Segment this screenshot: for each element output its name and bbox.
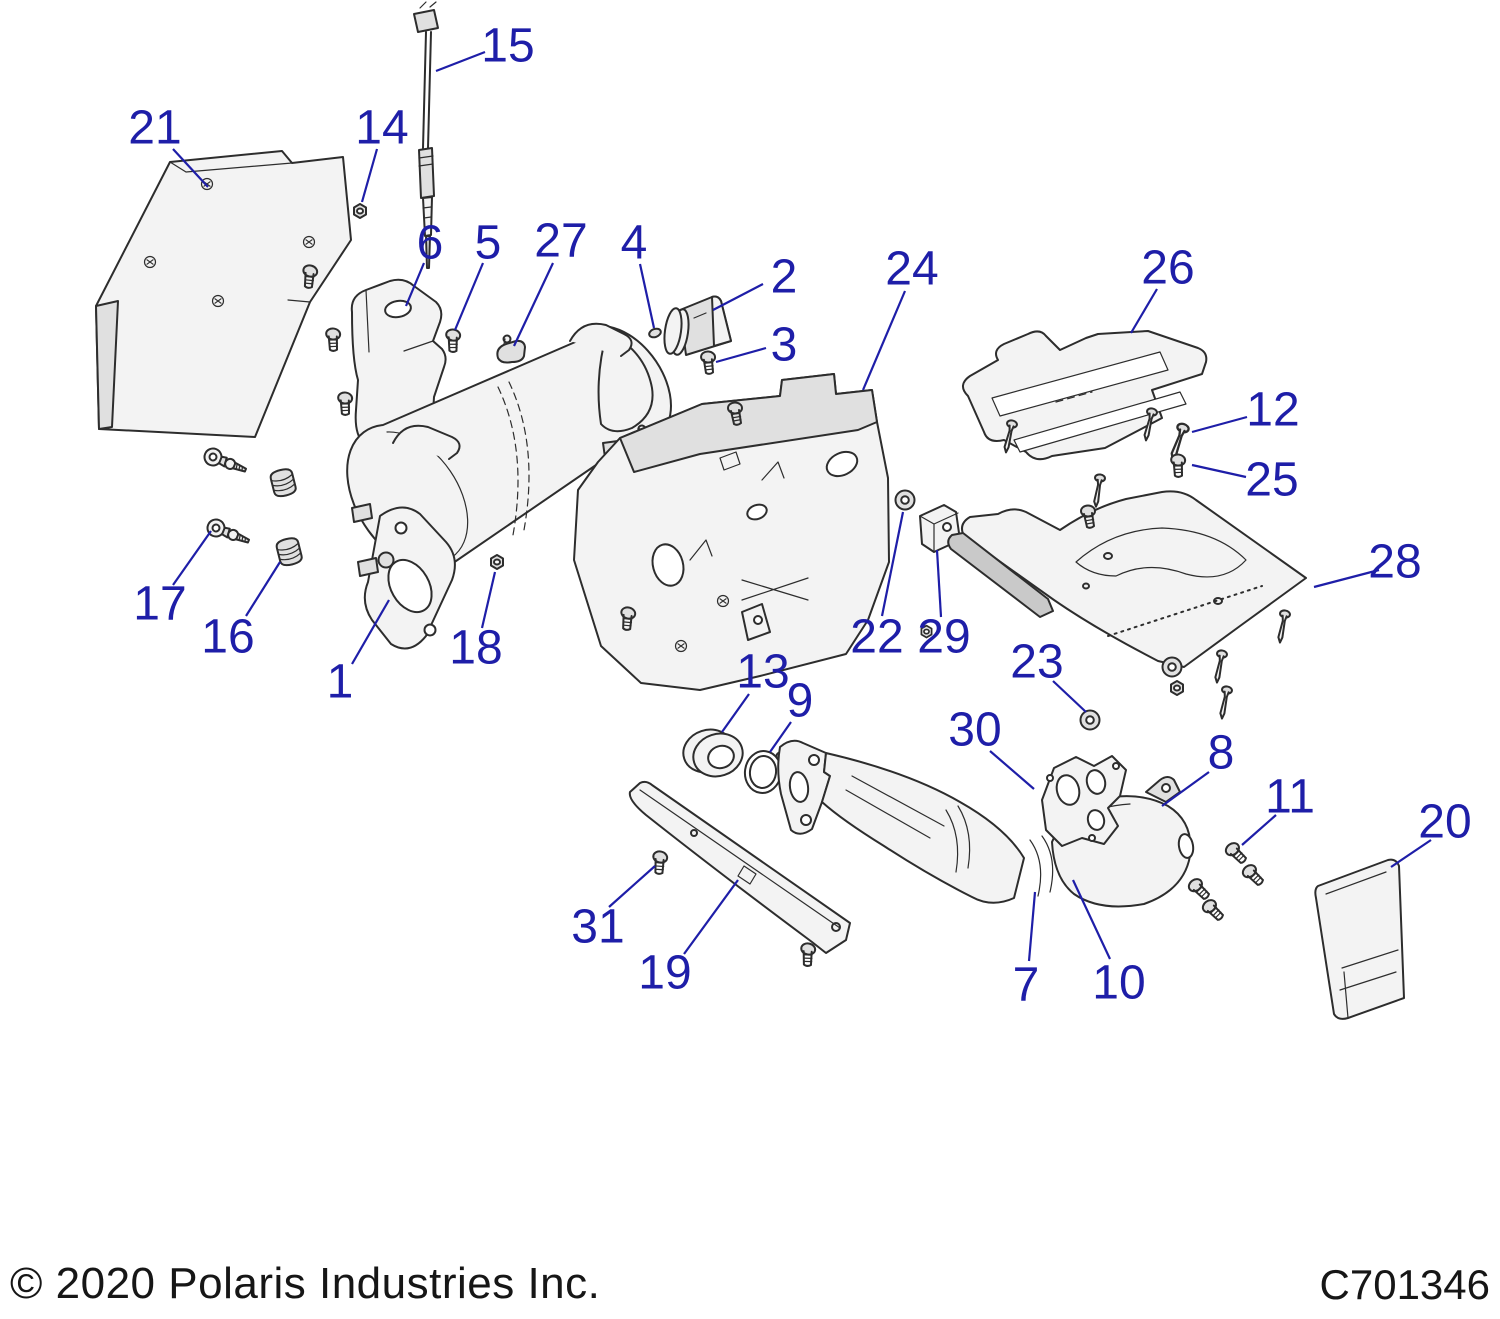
leader-line-3 [715, 346, 767, 364]
part-21-side-heat-shield [95, 150, 352, 438]
callout-8: 8 [1208, 727, 1235, 780]
callout-21: 21 [128, 102, 181, 155]
callout-10: 10 [1092, 957, 1145, 1010]
callout-17: 17 [133, 578, 186, 631]
callout-2: 2 [771, 251, 798, 304]
leader-line-30 [989, 750, 1035, 790]
part-16-springs [268, 466, 304, 569]
leader-line-16 [245, 561, 281, 617]
copyright-text: © 2020 Polaris Industries Inc. [10, 1259, 601, 1308]
leader-line-9 [769, 721, 792, 753]
leader-line-11 [1241, 814, 1277, 846]
callout-14: 14 [355, 102, 408, 155]
part-26-corrugated-heat-shield [962, 330, 1208, 461]
callout-3: 3 [771, 319, 798, 372]
leader-line-2 [712, 283, 764, 311]
callout-7: 7 [1013, 959, 1040, 1012]
part-22-washer [894, 489, 916, 511]
callout-22: 22 [850, 611, 903, 664]
leader-line-24 [861, 290, 907, 391]
callout-5: 5 [475, 217, 502, 270]
callout-27: 27 [534, 215, 587, 268]
part-7-front-pipe [777, 739, 1025, 904]
part-19-support-bracket [628, 780, 851, 954]
leader-line-19 [683, 879, 739, 955]
callout-26: 26 [1141, 242, 1194, 295]
part-31-screw [648, 848, 670, 877]
callout-16: 16 [201, 611, 254, 664]
leader-line-23 [1052, 680, 1087, 713]
callout-4: 4 [621, 217, 648, 270]
callout-24: 24 [885, 243, 938, 296]
part-18-nut [490, 554, 504, 570]
leader-line-15 [435, 50, 486, 73]
leader-line-4 [638, 263, 656, 329]
leader-line-8 [1161, 771, 1210, 807]
leader-line-17 [172, 530, 212, 586]
callout-11: 11 [1265, 771, 1315, 824]
callout-25: 25 [1245, 454, 1298, 507]
callout-23: 23 [1010, 636, 1063, 689]
leader-line-27 [513, 262, 554, 347]
part-4-plug [648, 327, 662, 339]
leader-line-26 [1130, 288, 1158, 334]
callout-31: 31 [571, 901, 624, 954]
part-14-nut [353, 203, 367, 219]
callout-1: 1 [327, 656, 354, 709]
part-28-skid-plate [947, 472, 1307, 721]
callout-20: 20 [1418, 796, 1471, 849]
callout-18: 18 [449, 622, 502, 675]
part-15-oxygen-sensor [413, 1, 439, 269]
callout-19: 19 [638, 947, 691, 1000]
part-24-mounting-bracket [573, 373, 890, 691]
callout-9: 9 [787, 675, 814, 728]
part-13-clamp-ring [682, 728, 744, 778]
diagram-code: C701346 [1319, 1261, 1490, 1308]
footer: © 2020 Polaris Industries Inc. C701346 [0, 1259, 1500, 1309]
leader-line-22 [880, 511, 905, 617]
leader-line-29 [935, 549, 943, 618]
callout-30: 30 [948, 704, 1001, 757]
callout-12: 12 [1246, 384, 1299, 437]
leader-line-21 [172, 148, 209, 188]
leader-line-18 [480, 571, 497, 629]
leader-line-25 [1191, 463, 1247, 479]
callout-13: 13 [736, 646, 789, 699]
leader-line-7 [1027, 891, 1037, 962]
leader-line-6 [404, 262, 426, 307]
leader-line-31 [608, 865, 656, 908]
part-3-screw [698, 350, 717, 376]
callout-29: 29 [917, 611, 970, 664]
callout-15: 15 [481, 20, 534, 73]
leader-line-5 [453, 262, 485, 331]
leader-line-1 [351, 599, 390, 665]
part-25-bolt [1167, 452, 1187, 479]
part-30-manifold-gasket [1041, 755, 1127, 847]
part-20-small-heat-shield [1314, 858, 1405, 1020]
leader-line-12 [1191, 415, 1248, 434]
leader-line-28 [1313, 568, 1380, 589]
leader-line-13 [721, 693, 750, 733]
leader-line-20 [1390, 839, 1432, 868]
part-10-pipe-joint [1029, 835, 1054, 897]
callout-6: 6 [417, 217, 444, 270]
callout-28: 28 [1368, 536, 1421, 589]
part-11-bolts [1185, 839, 1266, 925]
leader-line-10 [1072, 879, 1111, 960]
leader-line-14 [360, 148, 379, 203]
